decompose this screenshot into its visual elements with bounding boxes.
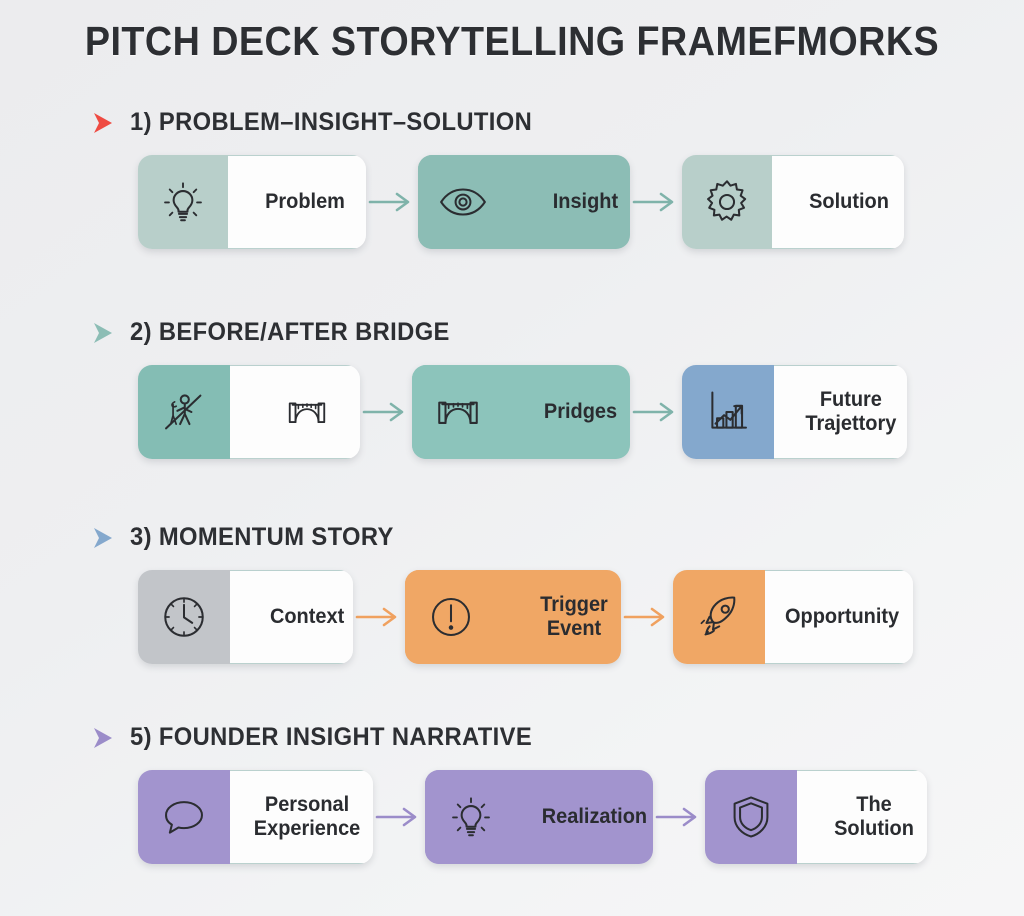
card[interactable]: Personal Experience <box>138 770 373 864</box>
card-label: Personal Experience <box>253 793 361 840</box>
card-label-pane: Future Trajettory <box>774 365 907 459</box>
flow-arrow-icon <box>373 804 425 830</box>
card[interactable]: Realization <box>425 770 653 864</box>
card-bridge-icon <box>412 365 504 459</box>
section-title: 3) MOMENTUM STORY <box>130 523 394 551</box>
card-label-pane: Personal Experience <box>230 770 373 864</box>
card-clock-icon <box>138 570 230 664</box>
section-header: 1) PROBLEM–INSIGHT–SOLUTION <box>0 108 1024 137</box>
card-label-pane: The Solution <box>797 770 927 864</box>
card-bridge-icon <box>284 389 330 435</box>
card-label-pane: Problem <box>228 155 366 249</box>
card[interactable]: Future Trajettory <box>682 365 907 459</box>
card[interactable]: Context <box>138 570 353 664</box>
card[interactable]: Opportunity <box>673 570 913 664</box>
card-label: Context <box>269 605 345 629</box>
card-row: Pridges Future Trajettory <box>0 365 1024 459</box>
section-header: 5) FOUNDER INSIGHT NARRATIVE <box>0 723 1024 752</box>
card-rocket-icon <box>673 570 765 664</box>
section-header: 2) BEFORE/AFTER BRIDGE <box>0 318 1024 347</box>
card[interactable]: Trigger Event <box>405 570 621 664</box>
section-marker-arrow-icon <box>90 110 116 136</box>
card-label: Trigger Event <box>540 593 608 640</box>
card[interactable] <box>138 365 360 459</box>
card-struggling-person-icon <box>138 365 230 459</box>
section-marker-arrow-icon <box>90 525 116 551</box>
flow-arrow-icon <box>653 804 705 830</box>
card-lightbulb-icon <box>425 770 517 864</box>
flow-arrow-icon <box>621 604 673 630</box>
card-label-pane: Opportunity <box>765 570 913 664</box>
card[interactable]: The Solution <box>705 770 927 864</box>
card[interactable]: Problem <box>138 155 366 249</box>
card[interactable]: Pridges <box>412 365 630 459</box>
card-label: Insight <box>552 190 618 214</box>
section-title: 2) BEFORE/AFTER BRIDGE <box>130 318 450 346</box>
card-label-pane: Realization <box>517 770 653 864</box>
card-growth-chart-icon <box>682 365 774 459</box>
section-title: 5) FOUNDER INSIGHT NARRATIVE <box>130 723 533 751</box>
card-row: Problem Insight Solution <box>0 155 1024 249</box>
card-shield-icon <box>705 770 797 864</box>
flow-arrow-icon <box>366 189 418 215</box>
card-row: Personal Experience Realization The Solu… <box>0 770 1024 864</box>
section-marker-arrow-icon <box>90 320 116 346</box>
section-founder-insight-narrative: 5) FOUNDER INSIGHT NARRATIVE Personal Exp… <box>0 723 1024 864</box>
card-gear-icon <box>682 155 772 249</box>
flow-arrow-icon <box>630 189 682 215</box>
card[interactable]: Solution <box>682 155 904 249</box>
card-label: Future Trajettory <box>805 388 897 435</box>
card-label: Pridges <box>544 400 618 424</box>
card-row: Context Trigger Event Opportunity <box>0 570 1024 664</box>
section-header: 3) MOMENTUM STORY <box>0 523 1024 552</box>
card-label: Problem <box>265 190 345 214</box>
card-speech-bubble-icon <box>138 770 230 864</box>
card-label: The Solution <box>834 793 914 840</box>
page-title: PITCH DECK STORYTELLING FRAMEFMORKS <box>84 18 940 64</box>
section-momentum-story: 3) MOMENTUM STORY Context Trigger Event O… <box>0 523 1024 664</box>
card[interactable]: Insight <box>418 155 630 249</box>
flow-arrow-icon <box>353 604 405 630</box>
card-label-pane <box>230 365 360 459</box>
section-before-after-bridge: 2) BEFORE/AFTER BRIDGE Pridges Future Tr… <box>0 318 1024 459</box>
section-marker-arrow-icon <box>90 725 116 751</box>
card-label-pane: Context <box>230 570 353 664</box>
card-label: Solution <box>809 190 889 214</box>
flow-arrow-icon <box>630 399 682 425</box>
flow-arrow-icon <box>360 399 412 425</box>
card-eye-icon <box>418 155 508 249</box>
card-label: Opportunity <box>784 605 900 629</box>
card-label-pane: Trigger Event <box>497 570 621 664</box>
section-title: 1) PROBLEM–INSIGHT–SOLUTION <box>130 108 533 136</box>
card-lightbulb-icon <box>138 155 228 249</box>
card-label-pane: Solution <box>772 155 904 249</box>
infographic-root: PITCH DECK STORYTELLING FRAMEFMORKS 1) P… <box>0 0 1024 864</box>
card-alert-exclamation-icon <box>405 570 497 664</box>
card-label-pane: Pridges <box>504 365 630 459</box>
card-label-pane: Insight <box>508 155 630 249</box>
card-label: Realization <box>541 805 647 829</box>
section-problem-insight-solution: 1) PROBLEM–INSIGHT–SOLUTION Problem Insig… <box>0 108 1024 249</box>
